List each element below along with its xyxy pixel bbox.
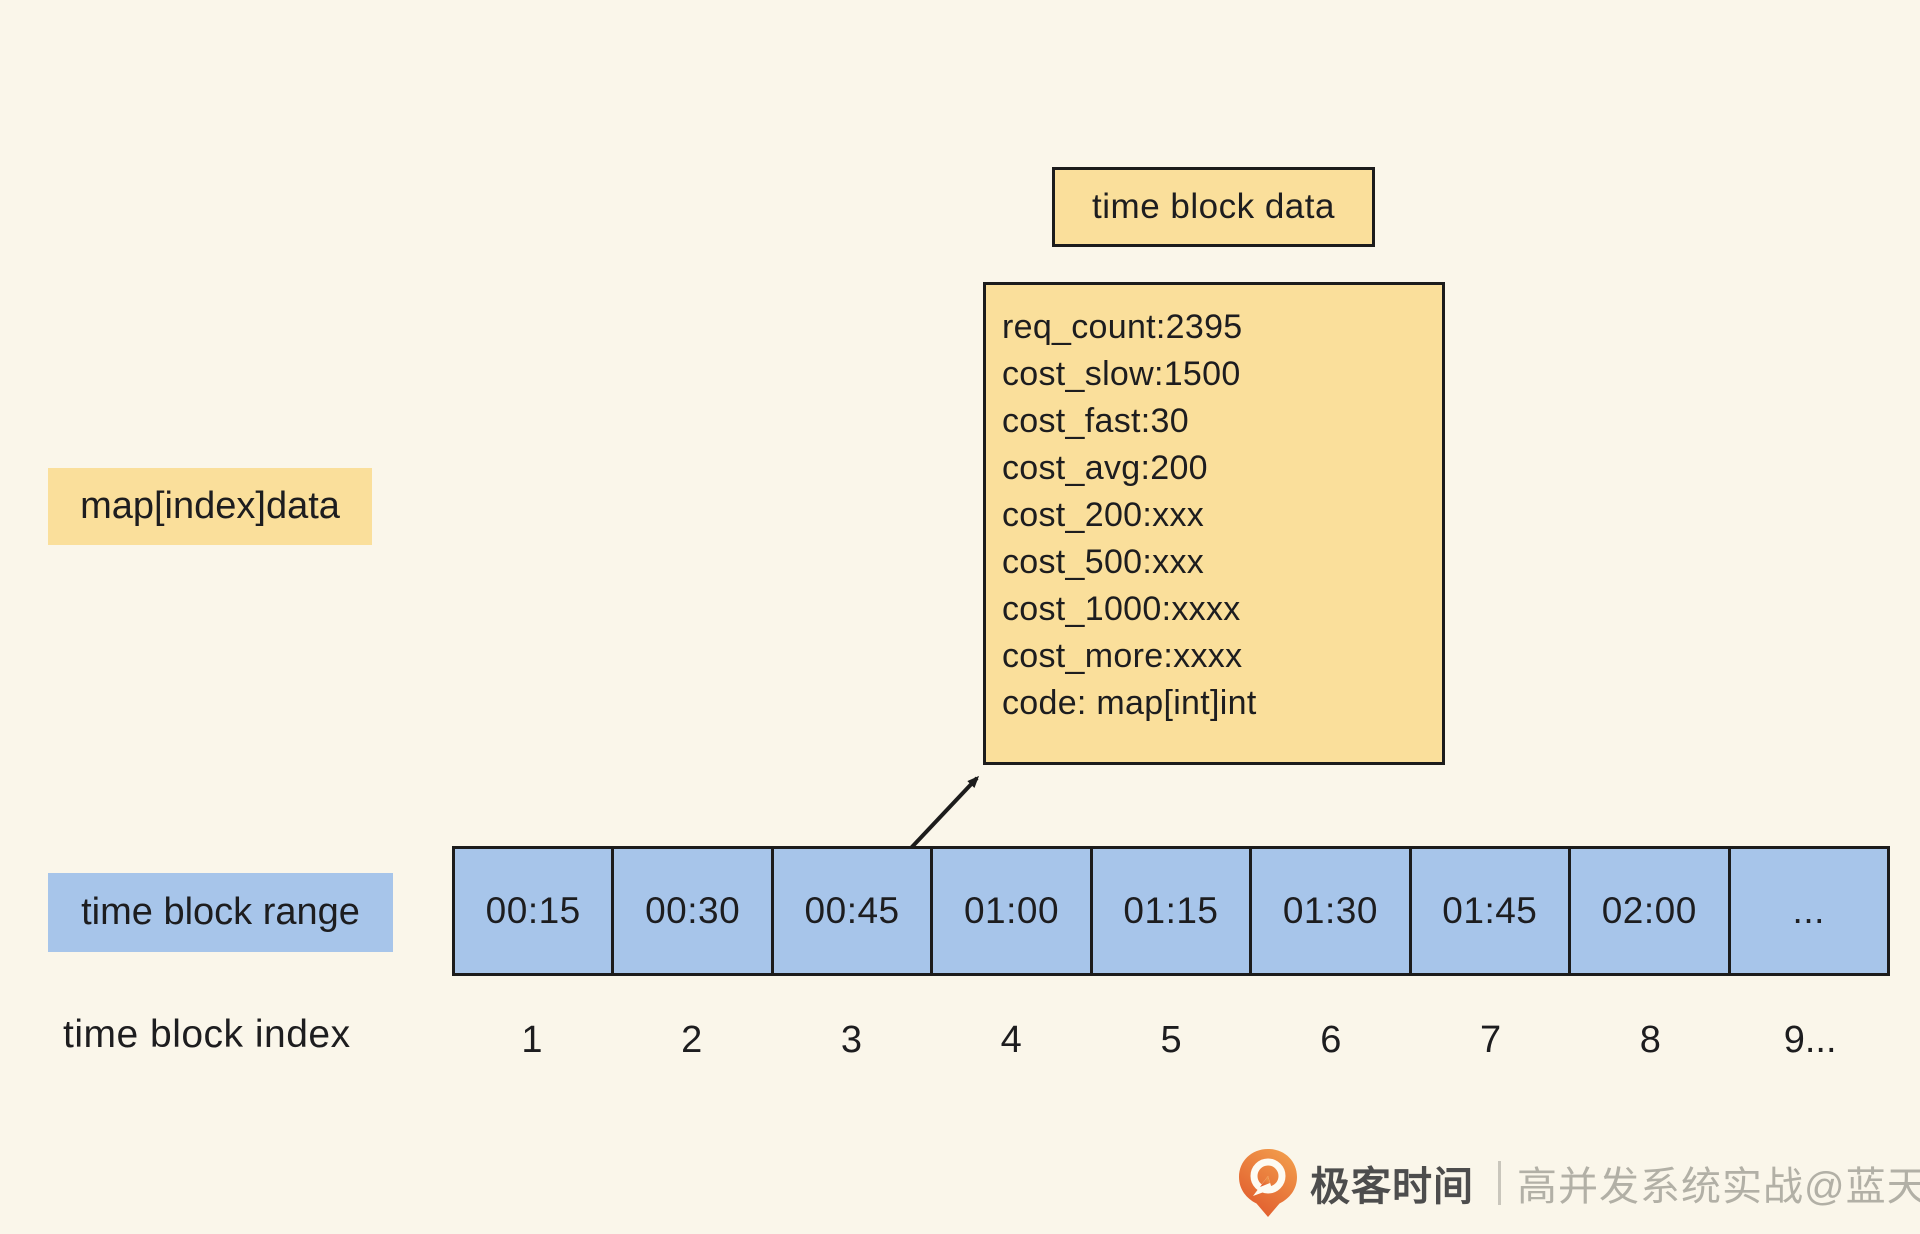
map-index-data-text: map[index]data bbox=[80, 485, 340, 527]
map-index-data-label: map[index]data bbox=[48, 468, 372, 545]
watermark-text: 高并发系统实战@蓝天 bbox=[1517, 1165, 1920, 1209]
time-block-index-row: 1 2 3 4 5 6 7 8 9... bbox=[452, 1013, 1890, 1067]
time-block-data-detail-box: req_count:2395 cost_slow:1500 cost_fast:… bbox=[983, 282, 1445, 765]
time-block-index-label: time block index bbox=[63, 1013, 351, 1056]
time-block-cell: 01:45 bbox=[1411, 849, 1572, 973]
time-block-cell: 01:30 bbox=[1252, 849, 1412, 973]
time-block-index-value: 1 bbox=[521, 1018, 543, 1061]
data-field-line: code: map[int]int bbox=[1002, 684, 1257, 722]
time-block-index-value: 8 bbox=[1639, 1018, 1661, 1061]
time-block-cell: 00:45 bbox=[773, 849, 934, 973]
time-block-cell: 01:00 bbox=[933, 849, 1093, 973]
data-field-line: cost_avg:200 bbox=[1002, 449, 1208, 487]
data-field-line: cost_200:xxx bbox=[1002, 496, 1205, 534]
geektime-logo-icon bbox=[1239, 1149, 1297, 1217]
time-block-row: 00:15 00:30 00:45 01:00 01:15 01:30 01:4… bbox=[452, 846, 1890, 976]
data-field-line: cost_slow:1500 bbox=[1002, 355, 1241, 393]
time-block-cell: 00:15 bbox=[455, 849, 615, 973]
time-block-index-value: 9... bbox=[1783, 1018, 1837, 1061]
time-block-index-value: 3 bbox=[840, 1018, 863, 1061]
time-block-index-value: 4 bbox=[1000, 1018, 1022, 1061]
time-block-range-label: time block range bbox=[48, 873, 393, 952]
time-block-cell: 00:30 bbox=[614, 849, 774, 973]
footer-brand-area: 极客时间 ｜ 高并发系统实战@蓝天 bbox=[1238, 1146, 1920, 1220]
time-block-index-value: 2 bbox=[681, 1018, 703, 1061]
time-block-range-text: time block range bbox=[81, 891, 360, 933]
time-block-cell: 01:15 bbox=[1092, 849, 1253, 973]
time-block-index-value: 6 bbox=[1320, 1018, 1342, 1061]
time-block-data-title: time block data bbox=[1092, 187, 1335, 226]
data-field-line: cost_more:xxxx bbox=[1002, 637, 1243, 675]
data-field-line: cost_1000:xxxx bbox=[1002, 590, 1241, 628]
data-field-line: cost_500:xxx bbox=[1002, 543, 1205, 581]
data-field-line: cost_fast:30 bbox=[1002, 402, 1189, 440]
time-block-data-title-box: time block data bbox=[1052, 167, 1375, 247]
time-block-cell: 02:00 bbox=[1571, 849, 1731, 973]
time-block-index-value: 7 bbox=[1480, 1018, 1502, 1061]
brand-name: 极客时间 bbox=[1310, 1165, 1474, 1209]
arrow-connector-icon bbox=[909, 775, 980, 850]
separator-bar: ｜ bbox=[1498, 1161, 1501, 1205]
time-block-cell: ... bbox=[1730, 849, 1887, 973]
time-block-index-value: 5 bbox=[1160, 1018, 1182, 1061]
data-field-line: req_count:2395 bbox=[1002, 308, 1243, 346]
